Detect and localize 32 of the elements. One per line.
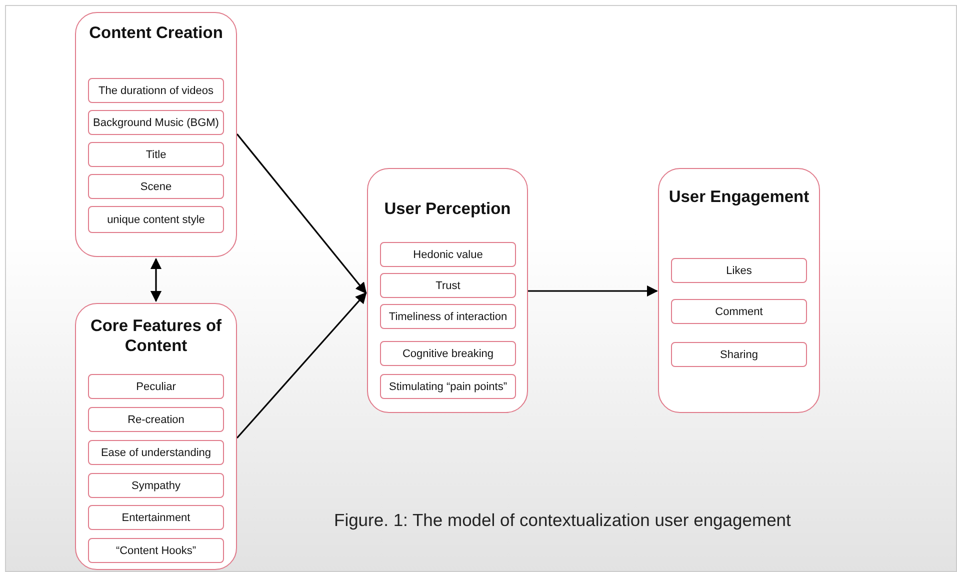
item-box: “Content Hooks” <box>88 538 224 563</box>
item-box: Background Music (BGM) <box>88 110 224 135</box>
item-box: Peculiar <box>88 374 224 399</box>
group-heading: User Engagement <box>668 187 810 207</box>
item-box: Scene <box>88 174 224 199</box>
item-box: Timeliness of interaction <box>380 304 516 329</box>
arrow <box>150 258 162 302</box>
item-box: Cognitive breaking <box>380 341 516 366</box>
item-box: Likes <box>671 258 807 283</box>
group-box <box>367 168 528 413</box>
group-heading: Content Creation <box>88 23 224 43</box>
item-box: Title <box>88 142 224 167</box>
item-box: unique content style <box>88 206 224 233</box>
item-box: Entertainment <box>88 505 224 530</box>
figure-caption: Figure. 1: The model of contextualization user engagement <box>334 510 791 531</box>
item-box: Ease of understanding <box>88 440 224 465</box>
arrow <box>528 285 658 297</box>
group-box <box>75 12 237 257</box>
item-box: The durationn of videos <box>88 78 224 103</box>
item-box: Trust <box>380 273 516 298</box>
group-box <box>658 168 820 413</box>
item-box: Hedonic value <box>380 242 516 267</box>
group-box <box>75 303 237 570</box>
item-box: Sympathy <box>88 473 224 498</box>
arrow <box>236 292 367 439</box>
item-box: Comment <box>671 299 807 324</box>
group-heading: Core Features of Content <box>89 316 223 356</box>
arrow <box>236 134 367 294</box>
item-box: Re-creation <box>88 407 224 432</box>
item-box: Stimulating “pain points” <box>380 374 516 399</box>
group-heading: User Perception <box>383 199 512 219</box>
item-box: Sharing <box>671 342 807 367</box>
